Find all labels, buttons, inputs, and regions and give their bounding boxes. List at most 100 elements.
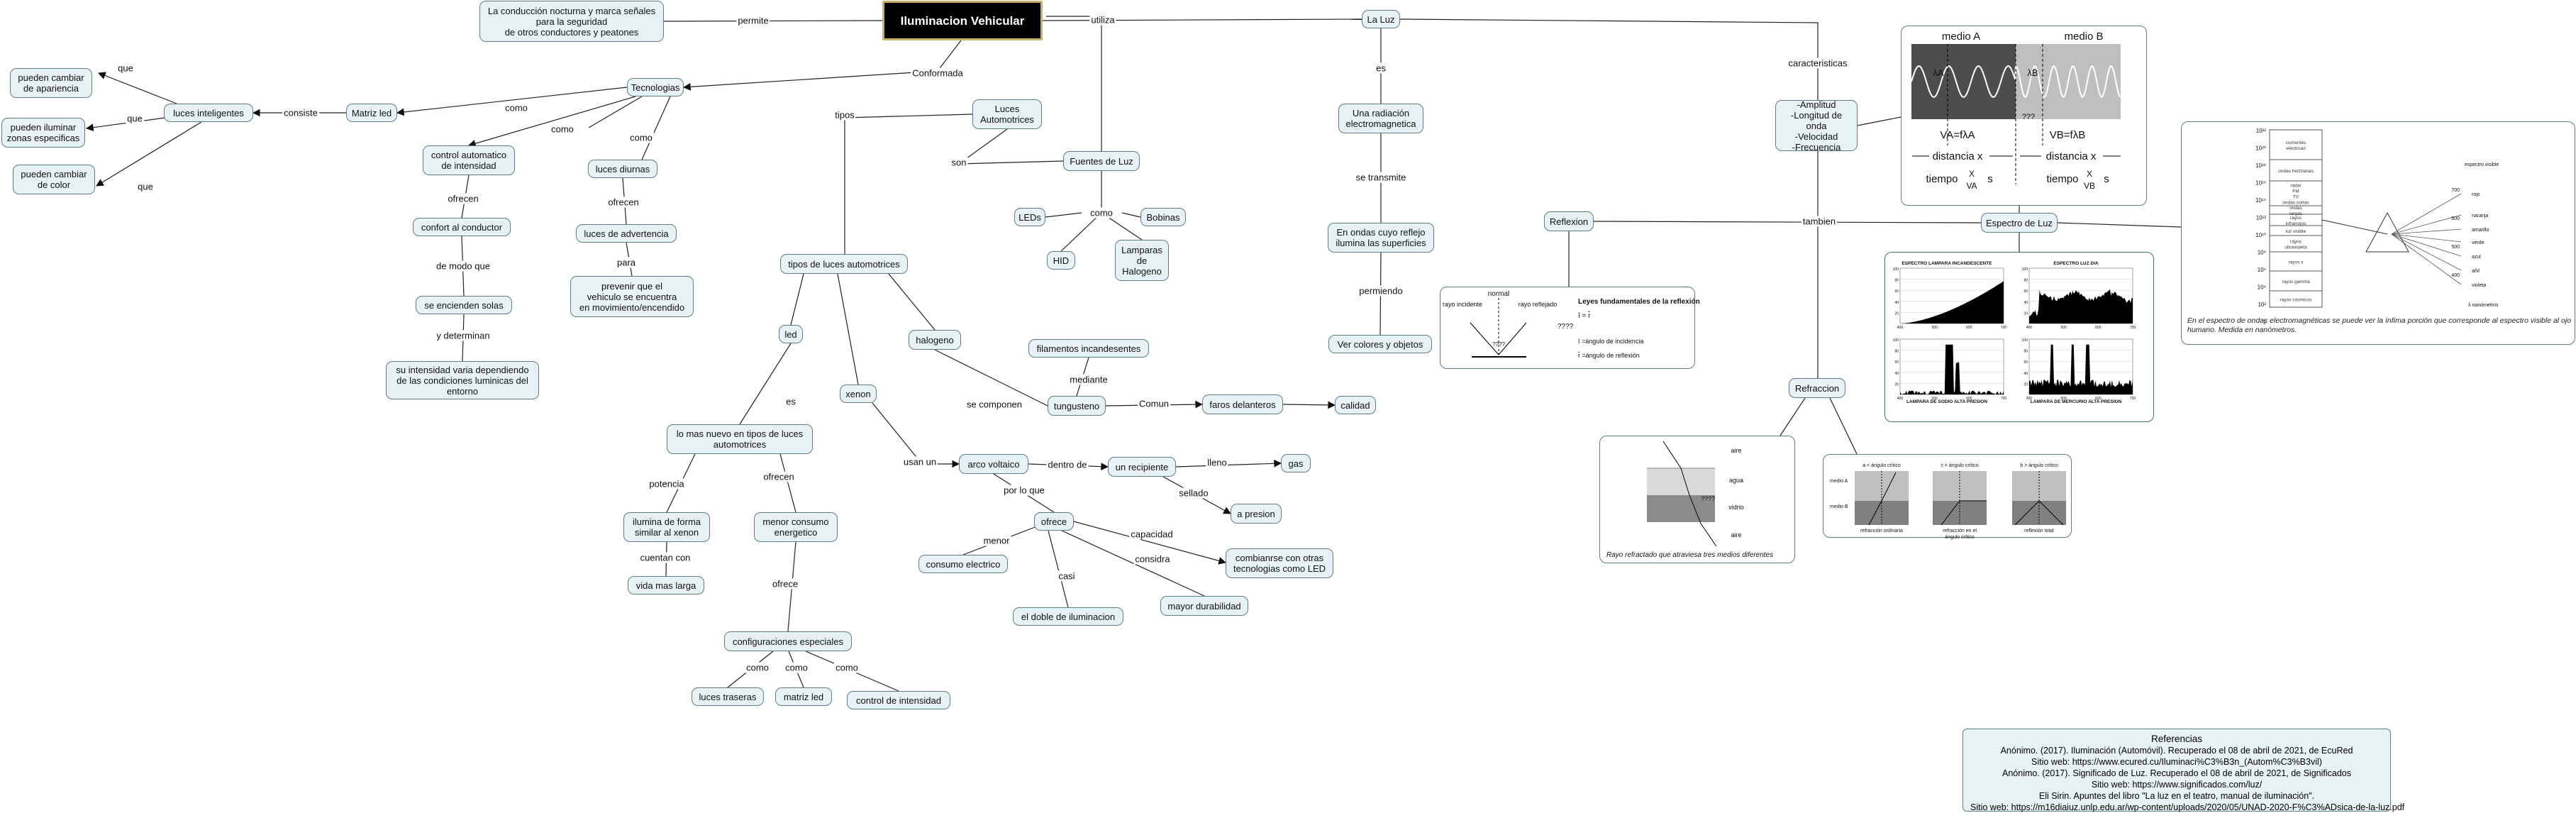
node-filamentos[interactable]: filamentos incandesentes [1028, 339, 1149, 358]
reference-line[interactable]: Sitio web: https://m16diaiuz.unlp.edu.ar… [1970, 802, 2383, 813]
node-radiacion[interactable]: Una radiación electromagnetica [1338, 104, 1423, 133]
medio-a-label: medio A [1942, 31, 1980, 43]
medium-glass: vidrio [1728, 504, 1744, 511]
node-tipos-luces[interactable]: tipos de luces automotrices [780, 254, 908, 274]
y-tick: 40 [1894, 301, 1899, 305]
node-menor-consumo[interactable]: menor consumo energetico [754, 512, 838, 542]
node-ver-colores[interactable]: Ver colores y objetos [1328, 335, 1432, 353]
node-presion[interactable]: a presion [1231, 504, 1282, 524]
time-b: tiempo [2046, 173, 2078, 185]
node-halogeno[interactable]: halogeno [909, 330, 961, 350]
light-ray [2322, 220, 2387, 234]
node-refraccion[interactable]: Refraccion [1789, 378, 1845, 398]
node-vida-larga[interactable]: vida mas larga [628, 576, 704, 594]
link-label-por-lo-que: por lo que [1002, 485, 1046, 496]
unknown-mark: ???? [1701, 495, 1715, 502]
node-durabilidad[interactable]: mayor durabilidad [1160, 596, 1248, 616]
link-label-conformada: Conformada [911, 68, 965, 79]
node-consumo-elec[interactable]: consumo electrico [918, 555, 1008, 573]
node-amplitud[interactable]: -Amplitud -Longitud de onda -Velocidad -… [1775, 100, 1858, 151]
node-prevenir[interactable]: prevenir que el vehiculo se encuentra en… [570, 276, 694, 317]
color-band-label: añil [2472, 269, 2480, 274]
color-band-label: rojo [2472, 192, 2480, 197]
node-ilumina-forma[interactable]: ilumina de forma similar al xenon [623, 512, 710, 542]
node-combinarse[interactable]: combianrse con otras tecnologias como LE… [1226, 548, 1333, 578]
node-lo-mas-nuevo[interactable]: lo mas nuevo en tipos de luces automotri… [667, 424, 813, 454]
node-gas[interactable]: gas [1281, 454, 1311, 472]
node-config[interactable]: configuraciones especiales [724, 631, 852, 651]
node-luces-diurnas[interactable]: luces diurnas [588, 160, 657, 178]
node-lamparas-hal[interactable]: Lamparas de Halogeno [1115, 240, 1169, 281]
y-tick: 100 [1893, 338, 1899, 343]
fraction-a-num: X [1969, 169, 1975, 179]
band-label: corrientes [2286, 140, 2306, 145]
node-matriz-led2[interactable]: matriz led [775, 687, 832, 706]
node-tungsteno[interactable]: tungusteno [1048, 396, 1106, 416]
node-luces-intel[interactable]: luces inteligentes [164, 104, 253, 122]
node-led[interactable]: led [779, 325, 803, 343]
node-calidad[interactable]: calidad [1335, 396, 1376, 414]
node-faros[interactable]: faros delanteros [1202, 394, 1283, 414]
reference-line[interactable]: Sitio web: https://www.ecured.cu/Ilumina… [1970, 756, 2383, 768]
node-luces-auto[interactable]: Luces Automotrices [972, 99, 1042, 129]
node-fuentes[interactable]: Fuentes de Luz [1063, 151, 1140, 171]
x-tick: 400 [2026, 397, 2033, 401]
law-2: î =ángulo de incidencia [1577, 338, 1643, 345]
medium-water: agua [1729, 477, 1743, 484]
critical-title: b > ángulo crítico [2020, 463, 2058, 468]
freq-tick: 10¹⁶ [2255, 180, 2266, 187]
node-control-int[interactable]: control de intensidad [847, 691, 950, 709]
node-doble[interactable]: el doble de iluminacion [1013, 607, 1123, 626]
node-confort[interactable]: confort al conductor [413, 218, 511, 236]
medium-lower [2012, 501, 2066, 525]
node-la-luz[interactable]: La Luz [1362, 10, 1400, 28]
node-matriz-led[interactable]: Matriz led [346, 104, 397, 122]
link-label-consiste: consiste [282, 108, 319, 118]
refraction-caption: Rayo refractado que atraviesa tres medio… [1606, 551, 1773, 559]
node-encienden[interactable]: se encienden solas [416, 296, 512, 314]
node-control-auto[interactable]: control automatico de intensidad [423, 145, 515, 175]
node-ofrece[interactable]: ofrece [1034, 512, 1074, 531]
node-luces-traseras[interactable]: luces traseras [692, 687, 764, 706]
reflected-ray [1499, 323, 1526, 355]
ray [1663, 441, 1681, 468]
node-bobinas[interactable]: Bobinas [1140, 208, 1186, 226]
link-label-es: es [1375, 63, 1387, 74]
node-iluminar-zonas[interactable]: pueden iluminar zonas especificas [1, 118, 85, 148]
node-luces-adv[interactable]: luces de advertencia [576, 224, 677, 243]
link-label-tambien: tambien [1801, 216, 1837, 227]
dispersed-ray [2392, 194, 2461, 234]
prism [2366, 213, 2409, 252]
node-xenon[interactable]: xenon [840, 385, 877, 403]
reference-line[interactable]: Sitio web: https://www.significados.com/… [1970, 779, 2383, 790]
node-conduccion[interactable]: La conducción nocturna y marca señales p… [479, 1, 664, 42]
lamp-spectrum-title: LAMPARA DE MERCURIO ALTA PRESION [2031, 399, 2122, 404]
y-tick: 80 [1894, 350, 1899, 354]
node-hid[interactable]: HID [1047, 251, 1075, 270]
node-espectro[interactable]: Espectro de Luz [1981, 213, 2058, 233]
link-label-como1: como [504, 103, 529, 114]
y-tick: 80 [2023, 279, 2028, 283]
reflected-label: rayo reflejado [1519, 301, 1558, 308]
color-band-label: amarillo [2472, 228, 2489, 233]
node-arco[interactable]: arco voltaico [959, 454, 1028, 474]
node-recipiente[interactable]: un recipiente [1108, 457, 1176, 477]
node-reflexion[interactable]: Reflexion [1544, 211, 1594, 231]
node-cambiar-color[interactable]: pueden cambiar de color [13, 165, 95, 194]
y-tick: 60 [2023, 360, 2028, 365]
critical-caption: reflexión total [2024, 529, 2054, 533]
link-label-menor: menor [982, 536, 1011, 546]
velocity-b: VB=fλB [2050, 129, 2085, 141]
x-tick: 700 [2130, 326, 2136, 330]
node-iluminacion[interactable]: Iluminacion Vehicular [882, 1, 1043, 40]
link-label-como2: como [550, 124, 575, 135]
node-ondas[interactable]: En ondas cuyo reflejo ilumina las superf… [1328, 223, 1434, 253]
node-cambiar-apariencia[interactable]: pueden cambiar de apariencia [10, 68, 92, 98]
link-label-para: para [616, 258, 637, 268]
node-intensidad-varia[interactable]: su intensidad varia dependiendo de las c… [386, 361, 539, 399]
band-label: eléctricas [2286, 146, 2306, 151]
band-label: ondas cortas [2282, 201, 2309, 206]
node-tecnologias[interactable]: Tecnologias [627, 78, 684, 96]
node-leds[interactable]: LEDs [1014, 208, 1045, 226]
